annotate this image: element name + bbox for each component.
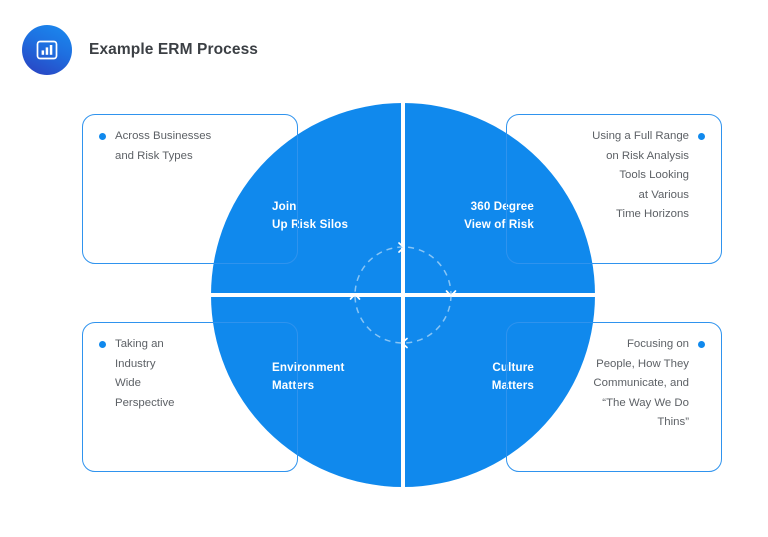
- bullet-icon: [698, 341, 705, 348]
- bar-chart-icon: [22, 25, 72, 75]
- erm-wheel-diagram: Join Up Risk Silos 360 Degree View of Ri…: [211, 103, 595, 487]
- bullet-icon: [99, 341, 106, 348]
- callout-text-top-right: Using a Full Range on Risk Analysis Tool…: [592, 130, 689, 220]
- quadrant-label-culture-matters: Culture Matters: [491, 361, 534, 392]
- page-header: Example ERM Process: [22, 22, 422, 78]
- callout-box-top-left: Across Businesses and Risk Types: [82, 114, 298, 264]
- callout-text-bottom-left: Taking an Industry Wide Perspective: [115, 338, 175, 409]
- callout-box-top-right: Using a Full Range on Risk Analysis Tool…: [506, 114, 722, 264]
- callout-text-bottom-right: Focusing on People, How They Communicate…: [593, 338, 689, 428]
- callout-box-bottom-left: Taking an Industry Wide Perspective: [82, 322, 298, 472]
- callout-box-bottom-right: Focusing on People, How They Communicate…: [506, 322, 722, 472]
- bullet-icon: [698, 133, 705, 140]
- cycle-ring-icon: [349, 242, 457, 349]
- callout-text-top-left: Across Businesses and Risk Types: [115, 130, 212, 162]
- quadrant-label-360-degree-view: 360 Degree View of Risk: [464, 200, 534, 231]
- quadrant-label-environment-matters: Environment Matters: [272, 361, 345, 392]
- page-title: Example ERM Process: [89, 41, 259, 58]
- bullet-icon: [99, 133, 106, 140]
- wheel-divider-horizontal: [211, 293, 595, 297]
